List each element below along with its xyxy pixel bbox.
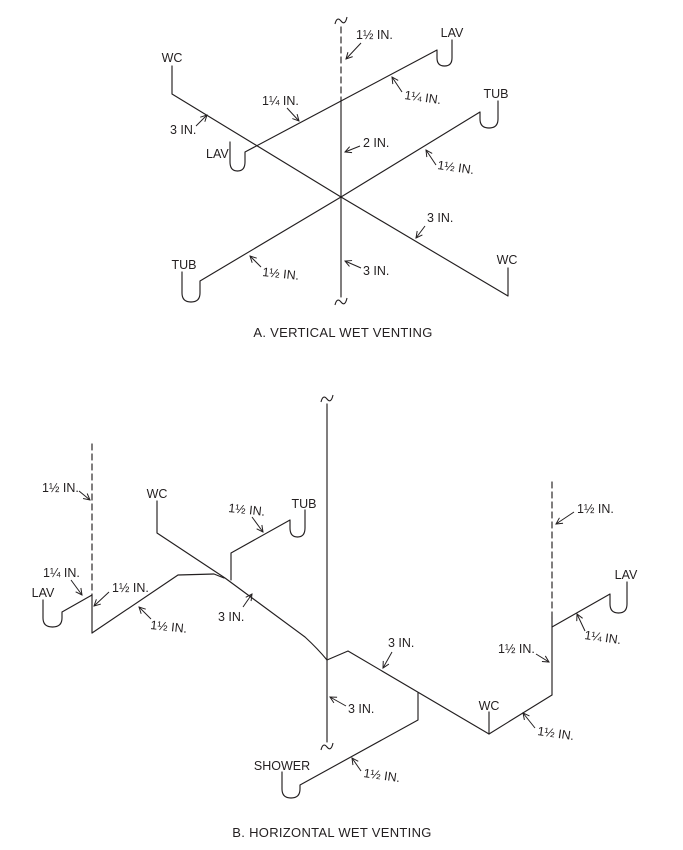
fixture-label-lav-mid-left: LAV — [206, 147, 229, 161]
lav-top-right-trap-branch-pipe — [340, 39, 453, 102]
break-symbol-bottom — [334, 297, 348, 306]
leader-shower-size — [352, 758, 362, 772]
leader-wet-vent-size — [139, 607, 152, 620]
leader-stack-size — [330, 697, 347, 707]
wc-top-left-branch-pipe — [171, 65, 342, 198]
size-label-shower-branch: 1½ IN. — [363, 766, 401, 785]
fixture-label-lav-top-right: LAV — [441, 26, 464, 40]
shower-trap-branch-pipe — [281, 692, 419, 799]
fixture-label-tub-left: TUB — [292, 497, 317, 511]
size-label-main-drain: 3 IN. — [218, 610, 244, 624]
lav-left-trap-branch-pipe — [42, 594, 93, 628]
tub-bottom-left-trap-branch-pipe — [181, 196, 342, 303]
size-label-vent-right: 1½ IN. — [577, 502, 614, 516]
leader-vent-right-size — [556, 511, 575, 524]
size-label-vent-left: 1½ IN. — [42, 481, 79, 495]
size-label-riser-left: 1½ IN. — [112, 581, 149, 595]
fixture-label-tub-mid-right: TUB — [484, 87, 509, 101]
size-label-branch-right: 3 IN. — [388, 636, 414, 650]
leader-main-drain-size — [242, 594, 252, 608]
leader-vent-left-size — [78, 490, 90, 500]
diagram-b: 1½ IN. WC 1½ IN. TUB 1¼ IN. LAV 1½ IN. 1… — [32, 394, 638, 840]
tub-mid-right-trap-branch-pipe — [340, 100, 499, 198]
wet-vent-pipe — [91, 573, 225, 634]
size-label-wet-vent: 1½ IN. — [150, 618, 188, 636]
break-symbol-top — [334, 16, 348, 25]
lav-right-trap-branch-pipe — [551, 581, 628, 628]
size-label-lav-left-branch: 1¼ IN. — [262, 94, 299, 108]
leader-riser-left-size — [94, 591, 110, 606]
tub-left-trap-branch-pipe — [230, 509, 306, 581]
leader-wc-right-size — [523, 713, 536, 729]
size-label-wc-bottom-branch: 3 IN. — [427, 211, 453, 225]
leader-lav-right-size — [392, 77, 403, 93]
leader-wc-top-size — [195, 115, 207, 127]
fixture-label-lav-right: LAV — [615, 568, 638, 582]
size-label-wc-top-branch: 3 IN. — [170, 123, 196, 137]
size-label-tub-right-branch: 1½ IN. — [437, 158, 475, 177]
size-label-stack-lower: 3 IN. — [363, 264, 389, 278]
size-label-tub-left-branch: 1½ IN. — [228, 501, 266, 519]
leader-tub-left-size — [250, 256, 262, 268]
size-label-lav-right-branch: 1¼ IN. — [584, 628, 622, 647]
wc-left-main-drain-pipe — [156, 500, 328, 661]
leader-stack-lower-size — [345, 261, 362, 269]
size-label-lav-left-branch: 1¼ IN. — [43, 566, 80, 580]
size-label-wc-right-branch: 1½ IN. — [537, 724, 575, 743]
lav-mid-left-trap-branch-pipe — [229, 100, 342, 172]
diagram-b-caption: B. HORIZONTAL WET VENTING — [232, 825, 431, 840]
diagram-a-caption: A. VERTICAL WET VENTING — [253, 325, 432, 340]
break-symbol-top — [320, 394, 334, 403]
fixture-label-wc-top-left: WC — [162, 51, 183, 65]
fixture-label-wc-right: WC — [479, 699, 500, 713]
leader-branch-right-size — [383, 651, 393, 668]
fixture-label-lav-left: LAV — [32, 586, 55, 600]
leader-lav-right-size — [577, 614, 586, 632]
size-label-riser-right: 1½ IN. — [498, 642, 535, 656]
fixture-label-wc-left: WC — [147, 487, 168, 501]
leader-tub-left-size — [251, 516, 263, 532]
size-label-vent: 1½ IN. — [356, 28, 393, 42]
fixture-label-tub-bottom-left: TUB — [172, 258, 197, 272]
leader-tub-right-size — [426, 150, 437, 166]
size-label-stack: 3 IN. — [348, 702, 374, 716]
wc-right-branch-pipe — [488, 694, 553, 735]
leader-riser-right-size — [535, 653, 549, 662]
size-label-stack-upper: 2 IN. — [363, 136, 389, 150]
diagram-a: WC 3 IN. 1¼ IN. LAV 1½ IN. LAV 1¼ IN. TU… — [162, 16, 518, 340]
size-label-tub-left-branch: 1½ IN. — [262, 265, 300, 283]
fixture-label-shower: SHOWER — [254, 759, 310, 773]
break-symbol-bottom — [320, 742, 334, 751]
leader-lav-left-size — [286, 107, 299, 121]
fixture-label-wc-bottom-right: WC — [497, 253, 518, 267]
leader-vent-size — [346, 42, 362, 59]
leader-wc-bottom-size — [416, 225, 426, 238]
size-label-lav-right-branch: 1¼ IN. — [404, 88, 442, 107]
wc-bottom-right-branch-pipe — [340, 196, 509, 297]
branch-right-pipe — [326, 650, 490, 735]
leader-lav-left-size — [70, 579, 82, 595]
leader-stack-upper-size — [345, 145, 361, 152]
